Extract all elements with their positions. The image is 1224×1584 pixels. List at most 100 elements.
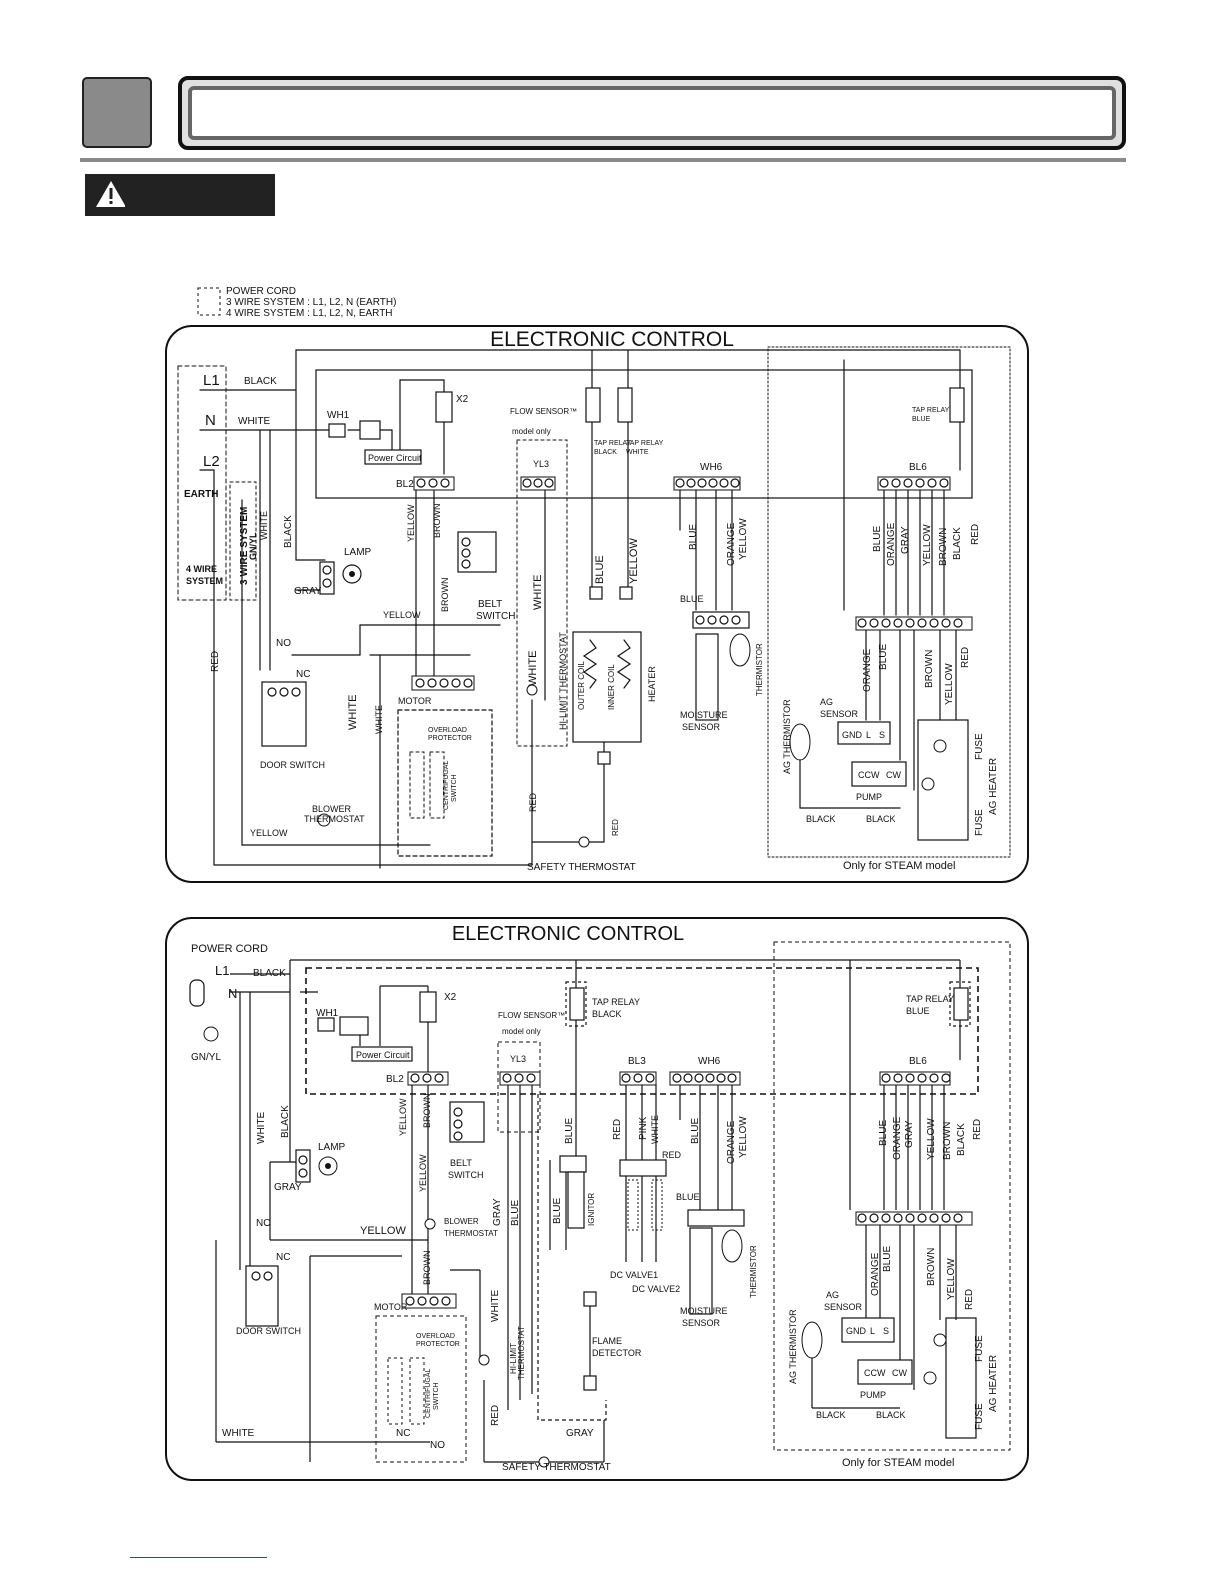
top-bl6-red: RED — [970, 524, 981, 545]
top-ag-sensor-2: SENSOR — [820, 709, 859, 719]
bottom-blue-label: BLUE — [676, 1192, 700, 1202]
bottom-wh1-label: WH1 — [316, 1008, 339, 1019]
top-l1-label: L1 — [203, 372, 220, 389]
bottom-s-label: S — [883, 1326, 889, 1336]
top-power-circuit-label: Power Circuit — [368, 453, 422, 463]
top-thermistor-label: THERMISTOR — [755, 643, 764, 696]
top-moisture-2: SENSOR — [682, 722, 721, 732]
bottom-blower-thermostat-2: THERMOSTAT — [444, 1229, 498, 1238]
bottom-n-label: N — [228, 986, 237, 1001]
top-bl6-gray: GRAY — [900, 526, 911, 554]
top-lower-brown: BROWN — [924, 650, 935, 688]
top-orange-vert: ORANGE — [726, 522, 737, 566]
top-black-label-3: BLACK — [866, 814, 896, 824]
bottom-black-label-3: BLACK — [876, 1410, 906, 1420]
top-3wire-label: 3 WIRE SYSTEM — [239, 507, 250, 585]
bottom-yl3-label: YL3 — [510, 1054, 526, 1064]
bottom-bl3-red: RED — [612, 1119, 623, 1140]
top-blue-label: BLUE — [680, 594, 704, 604]
bottom-bl3-pink: PINK — [638, 1116, 649, 1140]
bottom-centrifugal-2: SWITCH — [433, 1382, 440, 1410]
top-yellow-vert-3: YELLOW — [738, 518, 749, 560]
top-tap-relay-black-2: BLACK — [594, 449, 617, 456]
bottom-overload-1: OVERLOAD — [416, 1333, 455, 1340]
top-4wire-1: 4 WIRE — [186, 564, 217, 574]
top-x2-label: X2 — [456, 394, 469, 405]
bottom-belt-switch-1: BELT — [450, 1158, 472, 1168]
bottom-ignitor-label: IGNITOR — [587, 1193, 596, 1226]
top-l2-label: L2 — [203, 453, 220, 470]
section-title-bar — [178, 76, 1126, 150]
top-pump-label: PUMP — [856, 792, 882, 802]
bottom-ag-sensor-1: AG — [826, 1290, 839, 1300]
top-black-vert: BLACK — [283, 515, 294, 548]
bottom-title: ELECTRONIC CONTROL — [452, 923, 684, 945]
bottom-dc-valve1-label: DC VALVE1 — [610, 1270, 658, 1280]
bottom-yellow-label: YELLOW — [360, 1225, 406, 1237]
page-link-underline — [130, 1557, 267, 1558]
legend-line-1: POWER CORD — [226, 286, 296, 297]
top-tap-relay-blue-1: TAP RELAY — [912, 407, 950, 414]
top-overload-2: PROTECTOR — [428, 735, 472, 742]
top-gnd-label: GND — [842, 730, 863, 740]
top-gnyl-label: GN/YL — [248, 532, 258, 560]
bottom-gnyl-label: GN/YL — [191, 1052, 221, 1063]
top-ccw-label: CCW — [858, 770, 880, 780]
top-tap-relay-white-2: WHITE — [626, 449, 649, 456]
bottom-overload-2: PROTECTOR — [416, 1341, 460, 1348]
bottom-red-vert: RED — [490, 1405, 501, 1426]
section-title — [188, 86, 1116, 140]
top-tap-relay-white-1: TAP RELAY — [626, 440, 664, 447]
bottom-model-only-label: model only — [502, 1027, 541, 1036]
top-motor-label: MOTOR — [398, 696, 432, 706]
top-inner-coil-label: INNER COIL — [607, 664, 616, 710]
top-ag-sensor-1: AG — [820, 697, 833, 707]
top-yellow-vert-2: YELLOW — [628, 538, 640, 584]
top-brown-vert: BROWN — [432, 504, 442, 539]
bottom-blue-vert-3: BLUE — [552, 1198, 563, 1224]
bottom-flow-sensor-label: FLOW SENSOR™ — [498, 1011, 565, 1020]
legend-line-3: 4 WIRE SYSTEM : L1, L2, N, EARTH — [226, 308, 393, 319]
bottom-fuse-label: FUSE — [974, 1335, 985, 1362]
top-ag-heater-label: AG HEATER — [988, 758, 999, 815]
bottom-blower-thermostat-1: BLOWER — [444, 1217, 479, 1226]
bottom-gray-vert: GRAY — [492, 1198, 503, 1226]
bottom-bl6-gray: GRAY — [904, 1120, 915, 1148]
bottom-brown-vert: BROWN — [422, 1094, 432, 1129]
top-cw-label: CW — [886, 770, 901, 780]
header-rule — [80, 158, 1126, 162]
bottom-yellow-vert: YELLOW — [398, 1098, 408, 1136]
bottom-flame-2: DETECTOR — [592, 1348, 642, 1358]
bottom-power-cord-label: POWER CORD — [191, 943, 268, 955]
top-s-label: S — [879, 730, 885, 740]
bottom-safety-thermostat-label: SAFETY THERMOSTAT — [502, 1462, 611, 1473]
power-cord-legend: POWER CORD 3 WIRE SYSTEM : L1, L2, N (EA… — [197, 286, 396, 319]
bottom-gray-label-2: GRAY — [566, 1428, 594, 1439]
bottom-fuse-label-2: FUSE — [974, 1403, 985, 1430]
bottom-gray-label: GRAY — [274, 1182, 302, 1193]
bottom-motor-label: MOTOR — [374, 1302, 408, 1312]
legend-line-2: 3 WIRE SYSTEM : L1, L2, N (EARTH) — [226, 297, 396, 308]
bottom-moisture-2: SENSOR — [682, 1318, 721, 1328]
bottom-black-label: BLACK — [253, 968, 286, 979]
bottom-no-label: NO — [256, 1218, 271, 1229]
top-blower-thermostat-1: BLOWER — [312, 804, 352, 814]
bottom-gnd-label: GND — [846, 1326, 867, 1336]
top-centrifugal-1: CENTRIFUGAL — [443, 761, 450, 811]
bottom-yellow-vert-2: YELLOW — [418, 1154, 428, 1192]
bottom-nc-label: NC — [276, 1252, 290, 1263]
top-n-label: N — [205, 412, 216, 429]
top-belt-switch-2: SWITCH — [476, 611, 515, 622]
bottom-connectors — [251, 1071, 973, 1309]
bottom-bl3-white: WHITE — [650, 1115, 660, 1144]
top-centrifugal-2: SWITCH — [451, 774, 458, 802]
top-red-vert-3: RED — [611, 819, 620, 836]
top-red-vert-2: RED — [528, 792, 538, 812]
bottom-red-label: RED — [662, 1150, 682, 1160]
bottom-pump-label: PUMP — [860, 1390, 886, 1400]
top-lower-red: RED — [960, 647, 971, 668]
bottom-lamp-label: LAMP — [318, 1142, 346, 1153]
top-yellow-label-2: YELLOW — [250, 828, 288, 838]
top-fuse-label: FUSE — [974, 733, 985, 760]
top-no-label: NO — [276, 638, 291, 649]
